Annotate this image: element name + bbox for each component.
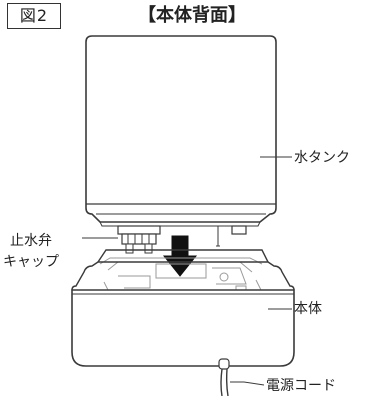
diagram-title: 【本体背面】 xyxy=(138,5,246,26)
stop-valve-cap-callout-line2: キャップ xyxy=(3,254,59,270)
water-tank xyxy=(85,35,277,227)
power-cord xyxy=(218,358,230,396)
power-cord-callout: 電源コード xyxy=(266,378,336,394)
water-tank-callout: 水タンク xyxy=(294,150,350,166)
stop-valve-cap xyxy=(117,225,161,254)
main-body xyxy=(71,249,295,367)
tank-guide-post xyxy=(216,225,247,247)
power-cord-leader-line xyxy=(230,381,265,386)
leader-lines xyxy=(82,156,292,386)
main-body-callout: 本体 xyxy=(294,301,322,317)
stop-valve-cap-callout: 止水弁 キャップ xyxy=(3,231,59,273)
figure-number-label: 図2 xyxy=(7,3,61,29)
insert-direction-arrow xyxy=(162,235,198,277)
stop-valve-cap-callout-line1: 止水弁 xyxy=(10,233,52,249)
